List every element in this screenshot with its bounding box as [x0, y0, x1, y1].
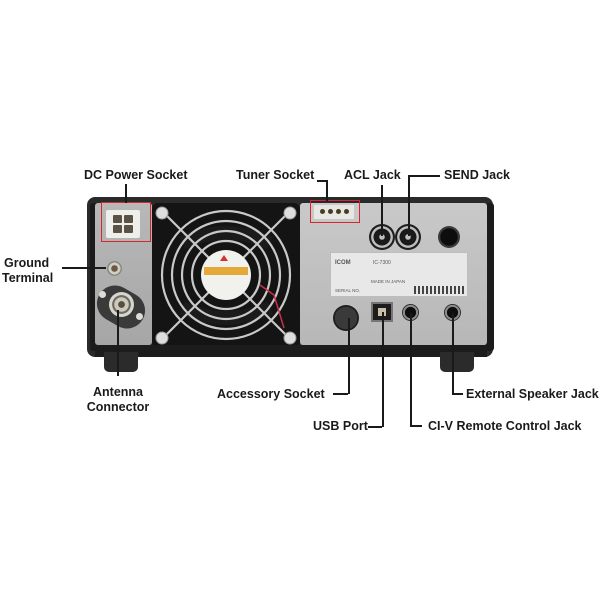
left-side-rail: [90, 203, 98, 351]
label-dc-power-socket: DC Power Socket: [84, 168, 188, 182]
usb-callout-line-h: [368, 426, 382, 428]
label-send-jack: SEND Jack: [444, 168, 511, 182]
brand-text: ICOM: [335, 260, 351, 266]
label-usb-port: USB Port: [313, 419, 368, 433]
accessory-callout-line-h: [333, 393, 348, 395]
send-callout-line-v: [408, 175, 410, 236]
label-ground-terminal-line1: Ground: [4, 256, 50, 270]
right-foot: [440, 352, 474, 372]
dc-power-socket: [106, 210, 140, 238]
antenna-connector: [109, 292, 134, 317]
antenna-screw: [99, 291, 106, 298]
serial-barcode: [414, 286, 466, 294]
label-acl-jack: ACL Jack: [344, 168, 401, 182]
ci-v-remote-jack: [402, 304, 419, 321]
label-antenna-line2: Connector: [86, 400, 150, 414]
accessory-callout-line-v: [348, 318, 350, 394]
tuner-highlight-box: [310, 200, 360, 223]
key-jack: [438, 226, 460, 248]
antenna-screw: [136, 313, 143, 320]
model-text: IC-7300: [373, 260, 391, 266]
label-accessory-socket: Accessory Socket: [217, 387, 325, 401]
ci-v-callout-line-v: [410, 313, 412, 426]
tuner-callout-line-h: [317, 180, 327, 182]
ci-v-callout-line-h: [410, 425, 422, 427]
label-tuner-socket: Tuner Socket: [236, 168, 315, 182]
antenna-callout-line: [117, 310, 119, 376]
usb-callout-line-v: [382, 312, 384, 427]
acl-callout-line: [381, 185, 383, 236]
label-external-speaker-jack: External Speaker Jack: [466, 387, 599, 401]
ground-callout-line: [62, 267, 106, 269]
cooling-fan-icon: [155, 206, 297, 345]
accessory-socket: [333, 305, 359, 331]
dc-power-callout-line: [125, 184, 127, 203]
external-speaker-jack: [444, 304, 461, 321]
speaker-callout-line-v: [452, 313, 454, 394]
send-callout-line-h: [408, 175, 440, 177]
speaker-callout-line-h: [452, 393, 463, 395]
tuner-socket: [314, 205, 354, 219]
label-ground-terminal-line2: Terminal: [2, 271, 54, 285]
ground-terminal: [107, 261, 122, 276]
chassis-base: [95, 345, 487, 357]
label-antenna-line1: Antenna: [93, 385, 143, 399]
left-foot: [104, 352, 138, 372]
tuner-callout-line-v: [326, 180, 328, 201]
serial-text: SERIAL NO.: [335, 288, 361, 293]
made-in-text: MADE IN JAPAN: [371, 279, 406, 284]
label-ci-v-remote-jack: CI-V Remote Control Jack: [428, 419, 582, 433]
right-side-rail: [486, 203, 494, 351]
